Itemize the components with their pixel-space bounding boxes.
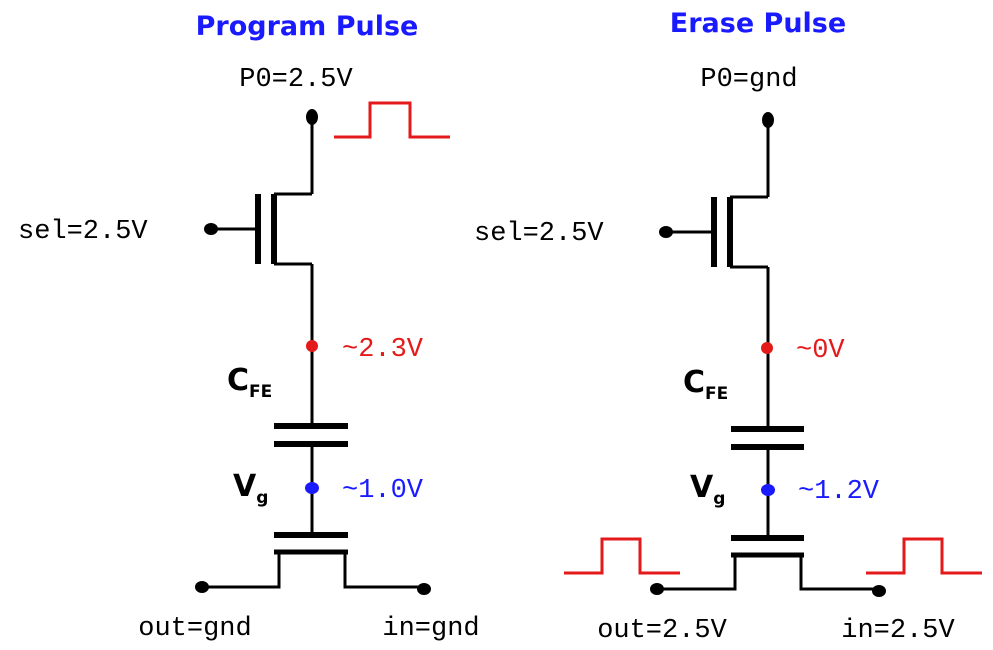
erase-top-node [761,342,773,354]
erase-circuit: Erase Pulse P0=gnd sel=2.5V ~0V CFE ~1.2… [474,8,982,646]
program-gate-node [305,482,319,494]
program-in-terminal [417,583,431,595]
erase-out-wire [657,555,737,591]
program-p0-pulse [334,101,450,139]
erase-in-pulse [866,537,982,575]
program-out-wire [202,552,281,589]
erase-gate-node [761,484,775,496]
program-out-terminal [195,581,209,593]
program-sel-label: sel=2.5V [18,217,148,247]
program-circuit: Program Pulse P0=2.5V sel=2.5V ~2.3V CFE… [18,11,480,644]
program-vg-label: Vg [233,469,268,508]
program-title: Program Pulse [196,11,419,42]
erase-out-terminal [650,583,664,595]
program-gate-node-voltage: ~1.0V [342,476,424,506]
program-cap-label: CFE [227,363,272,402]
erase-in-terminal [872,585,886,597]
program-top-node-voltage: ~2.3V [342,335,424,365]
erase-in-label: in=2.5V [841,616,955,646]
erase-sel-terminal [659,226,673,238]
program-p0-label: P0=2.5V [239,65,353,95]
erase-title: Erase Pulse [670,8,846,39]
erase-in-wire [799,555,879,591]
erase-gate-node-voltage: ~1.2V [798,477,880,507]
erase-vg-label: Vg [690,470,725,509]
erase-sel-label: sel=2.5V [474,219,604,249]
erase-top-node-voltage: ~0V [796,336,845,366]
erase-cap-label: CFE [683,365,728,404]
program-in-label: in=gnd [382,614,479,644]
erase-out-label: out=2.5V [597,616,727,646]
program-in-wire [343,552,424,589]
program-top-node [306,340,318,352]
erase-out-pulse [564,537,680,575]
erase-p0-label: P0=gnd [700,65,797,95]
program-sel-terminal [204,223,218,235]
program-out-label: out=gnd [138,614,251,644]
